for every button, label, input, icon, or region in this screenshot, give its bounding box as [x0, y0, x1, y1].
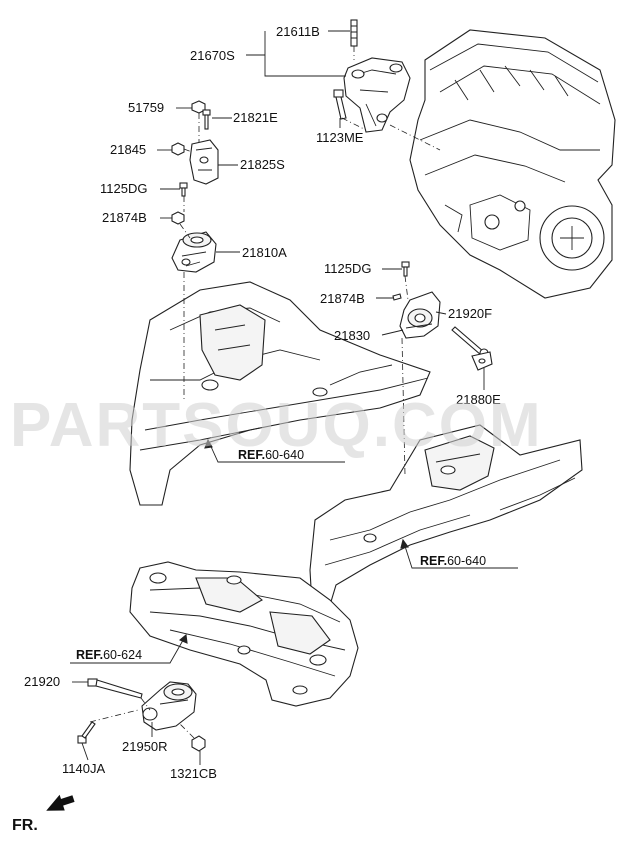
roll-rod-group-drawing	[77, 678, 206, 752]
label-21825S[interactable]: 21825S	[240, 157, 285, 172]
ref-label-prefix: REF.	[76, 648, 103, 662]
label-1140JA[interactable]: 1140JA	[62, 761, 105, 776]
label-51759[interactable]: 51759	[128, 100, 164, 115]
reference-labels: REF.60-640 REF.60-640 REF.60-624	[76, 448, 486, 662]
ref-label-60-624[interactable]: REF.60-624	[76, 648, 142, 662]
label-21874B-left[interactable]: 21874B	[102, 210, 147, 225]
label-21830[interactable]: 21830	[334, 328, 370, 343]
label-21845[interactable]: 21845	[110, 142, 146, 157]
front-direction: FR.	[12, 794, 75, 834]
watermark: PARTSOUQ.COM	[10, 391, 543, 460]
label-21670S[interactable]: 21670S	[190, 48, 235, 63]
ref-label-number: 60-640	[447, 554, 486, 568]
ref-label-60-640-right[interactable]: REF.60-640	[420, 554, 486, 568]
part-labels: 21611B 21670S 51759 21821E 1123ME 21845 …	[24, 24, 501, 781]
engine-bracket-21670S-drawing	[333, 19, 411, 133]
ref-label-prefix: REF.	[238, 448, 265, 462]
ref-label-prefix: REF.	[420, 554, 447, 568]
rh-mount-group-drawing	[392, 261, 493, 371]
engine-block-drawing	[409, 29, 616, 299]
label-21611B[interactable]: 21611B	[276, 24, 320, 39]
label-1123ME[interactable]: 1123ME	[316, 130, 364, 145]
label-21920[interactable]: 21920	[24, 674, 60, 689]
label-1125DG-left[interactable]: 1125DG	[100, 181, 147, 196]
front-label: FR.	[12, 817, 38, 834]
alignment-lines	[89, 46, 441, 739]
label-21880E[interactable]: 21880E	[456, 392, 501, 407]
ref-label-number: 60-640	[265, 448, 304, 462]
label-21950R[interactable]: 21950R	[122, 739, 168, 754]
left-side-member-drawing	[129, 281, 431, 506]
label-21821E[interactable]: 21821E	[233, 110, 278, 125]
label-1321CB[interactable]: 1321CB	[170, 766, 217, 781]
label-1125DG-right[interactable]: 1125DG	[324, 261, 371, 276]
leader-lines	[70, 30, 518, 765]
ref-label-60-640-left[interactable]: REF.60-640	[238, 448, 304, 462]
front-arrow-icon	[46, 794, 75, 811]
label-21920F[interactable]: 21920F	[448, 306, 492, 321]
ref-label-number: 60-624	[103, 648, 142, 662]
label-21874B-right[interactable]: 21874B	[320, 291, 365, 306]
label-21810A[interactable]: 21810A	[242, 245, 287, 260]
lh-mount-group-drawing	[171, 100, 219, 273]
subframe-drawing	[129, 561, 359, 707]
